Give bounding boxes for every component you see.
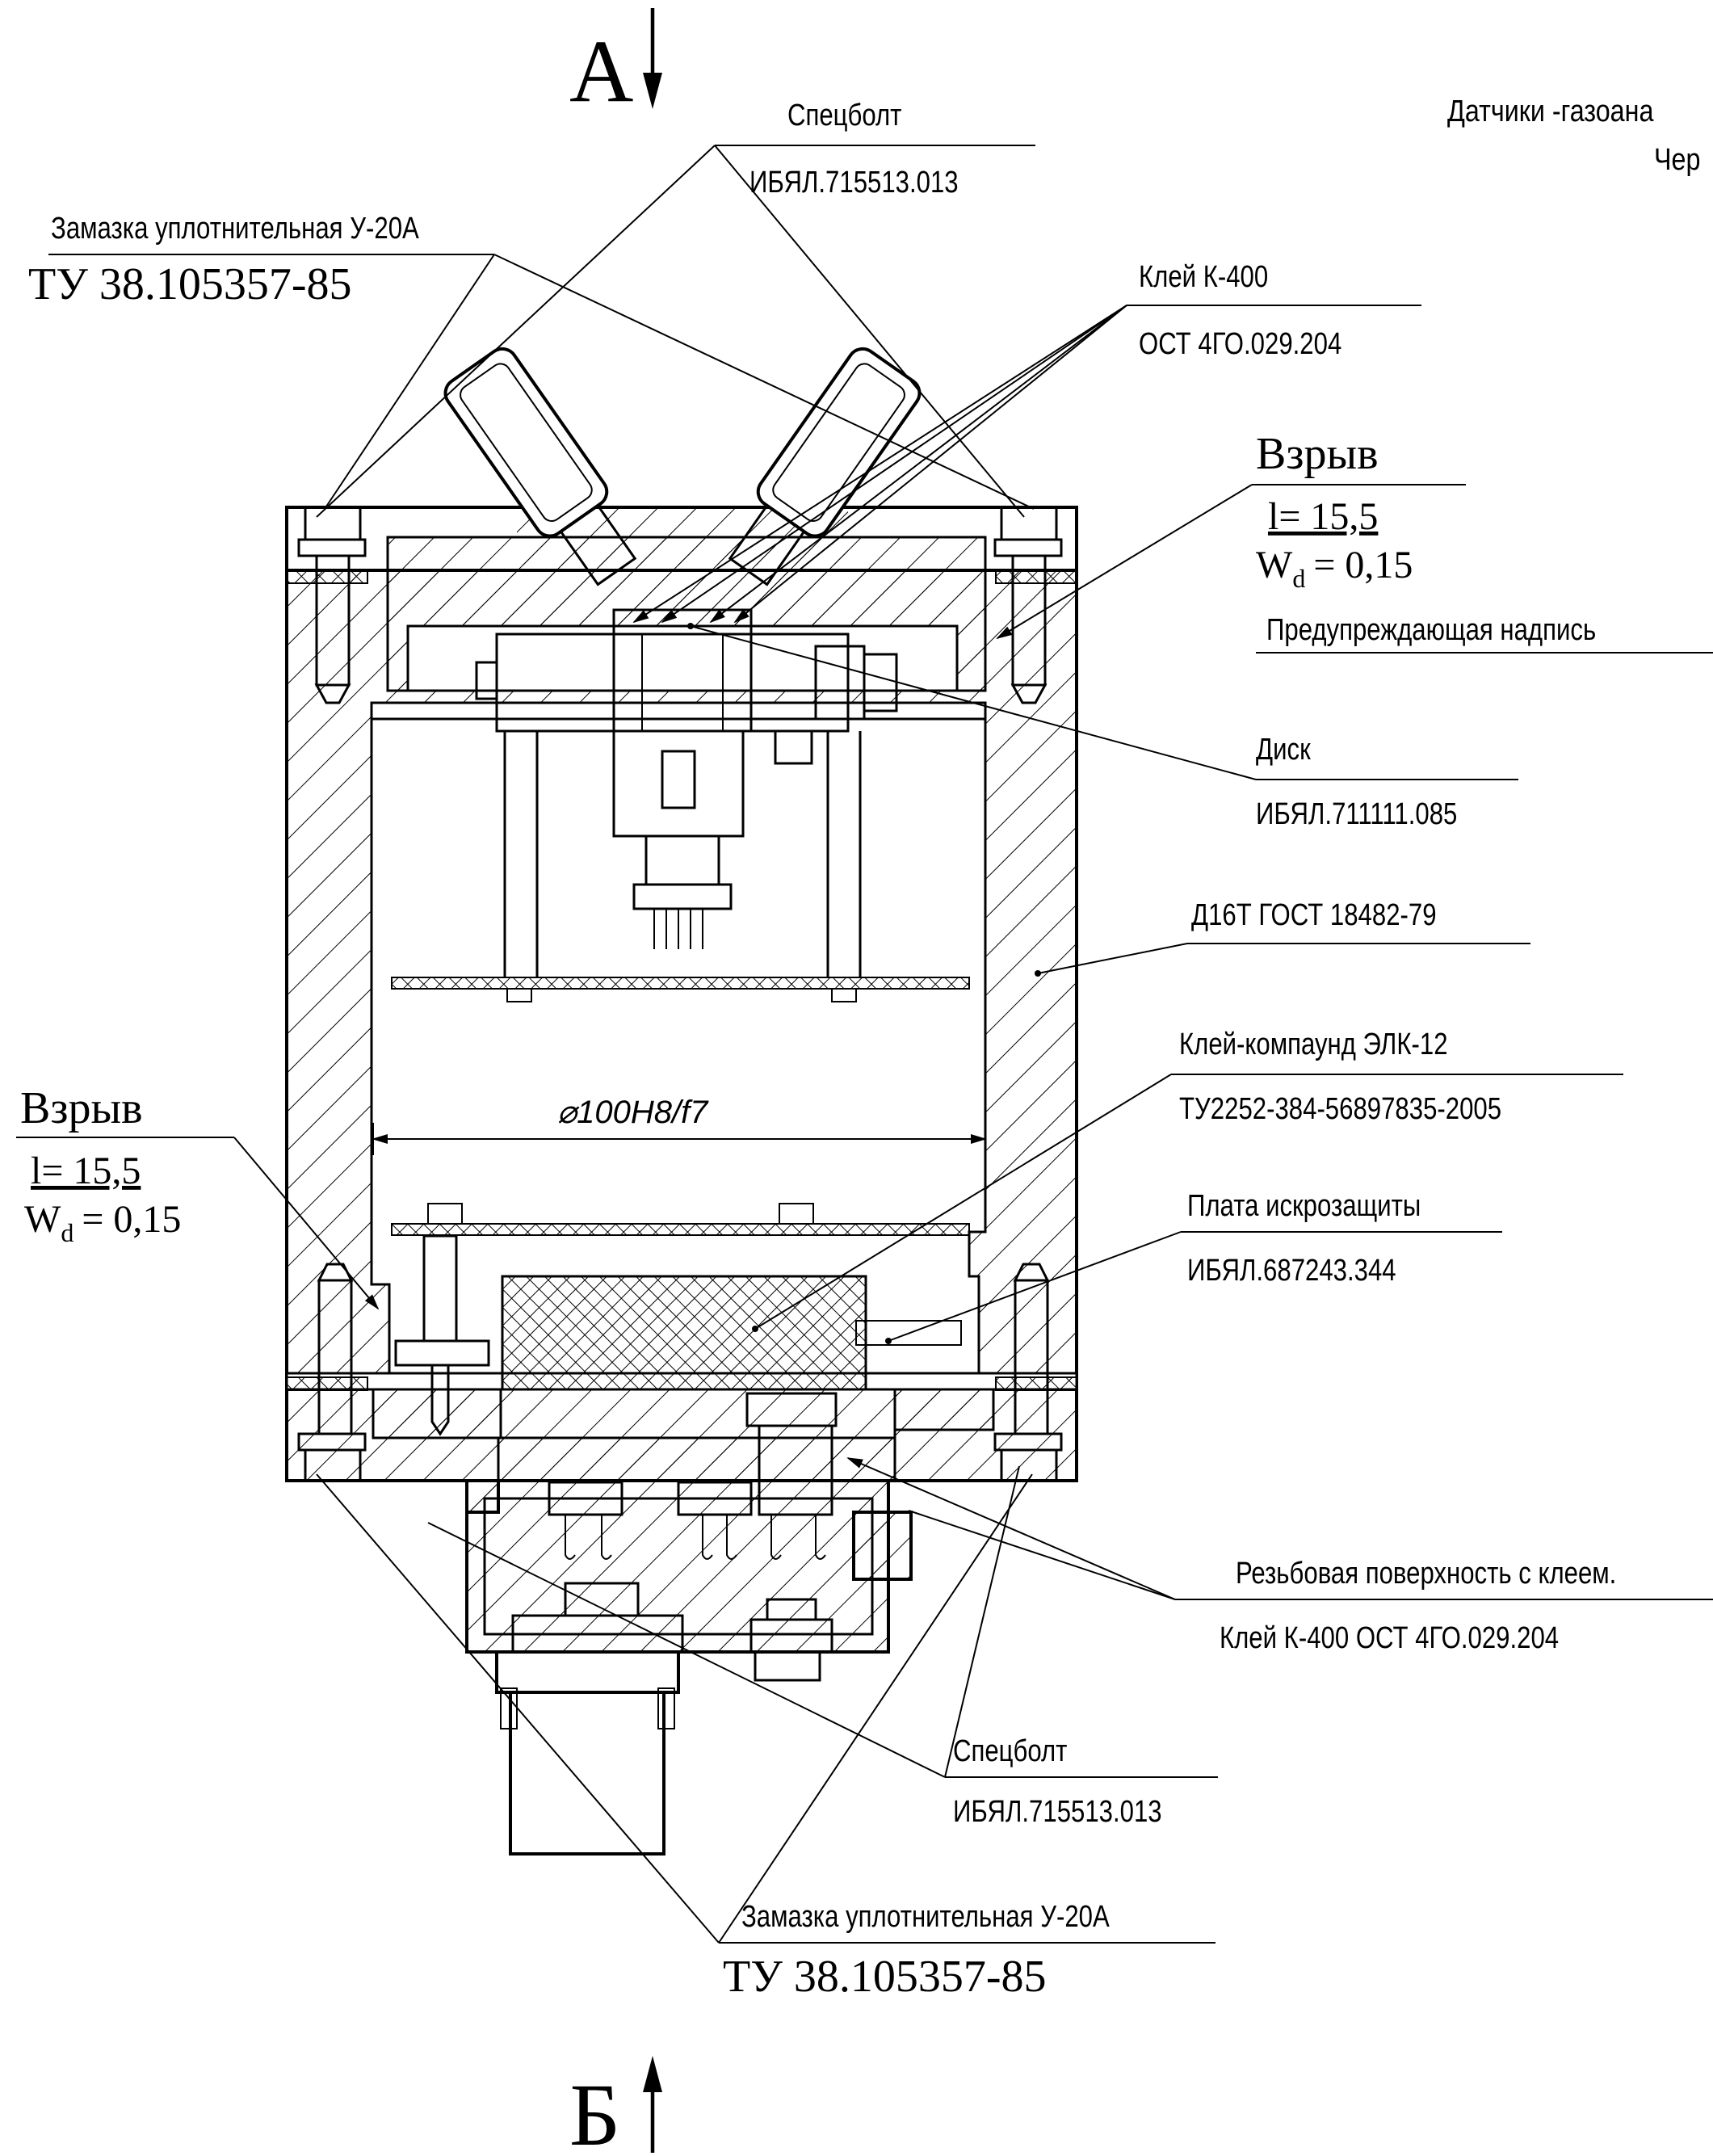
explosion-left-title: Взрыв	[20, 1083, 143, 1133]
explosion-left-l: l= 15,5	[31, 1149, 141, 1192]
specbolt-bottom-name: Спецболт	[953, 1734, 1068, 1768]
callout-material: Д16Т ГОСТ 18482-79	[1191, 898, 1437, 932]
callout-warning: Предупреждающая надпись	[1266, 613, 1596, 647]
callout-compound: Клей-компаунд ЭЛК-12 ТУ2252-384-56897835…	[1179, 1028, 1501, 1126]
specbolt-top-code: ИБЯЛ.715513.013	[749, 166, 959, 200]
callout-explosion-left: Взрыв l= 15,5 Wd= 0,15	[20, 1083, 181, 1247]
thread-glue-name: Резьбовая поверхность с клеем.	[1236, 1557, 1616, 1591]
callout-sealant-top: Замазка уплотнительная У-20А ТУ 38.10535…	[28, 212, 420, 309]
sealant-bottom-code: ТУ 38.105357-85	[723, 1952, 1047, 2002]
diameter-dimension: ⌀100H8/f7	[372, 1095, 987, 1155]
board-name: Плата искрозащиты	[1187, 1189, 1421, 1223]
warning-text: Предупреждающая надпись	[1266, 613, 1596, 647]
callout-disk: Диск ИБЯЛ.711111.085	[1256, 733, 1457, 831]
upper-pcb	[391, 977, 970, 1002]
section-label-b: Б	[569, 2066, 620, 2156]
callout-specbolt-bottom: Спецболт ИБЯЛ.715513.013	[953, 1734, 1162, 1829]
section-marker-b: Б	[569, 2056, 662, 2156]
title-line-1: Датчики -газоана	[1447, 95, 1654, 128]
specbolt-bottom-code: ИБЯЛ.715513.013	[953, 1795, 1162, 1829]
sealant-bottom-name: Замазка уплотнительная У-20А	[741, 1900, 1111, 1934]
explosion-right-title: Взрыв	[1256, 429, 1379, 479]
callout-glue-k400: Клей К-400 ОСТ 4ГО.029.204	[1139, 260, 1341, 361]
disk-name: Диск	[1256, 733, 1311, 767]
glue-k400-name: Клей К-400	[1139, 260, 1268, 294]
compound-code: ТУ2252-384-56897835-2005	[1179, 1092, 1501, 1126]
board-code: ИБЯЛ.687243.344	[1187, 1254, 1396, 1288]
sensor-block	[475, 608, 898, 977]
diameter-label: ⌀100H8/f7	[557, 1095, 709, 1130]
compound-name: Клей-компаунд ЭЛК-12	[1179, 1028, 1448, 1061]
sensor-tubes	[443, 347, 922, 586]
disk-code: ИБЯЛ.711111.085	[1256, 797, 1457, 831]
section-marker-a: А	[569, 8, 662, 120]
housing	[285, 506, 1078, 1581]
thread-glue-code: Клей К-400 ОСТ 4ГО.029.204	[1220, 1621, 1559, 1655]
title-line-2: Чер	[1654, 143, 1700, 177]
callout-thread-glue: Резьбовая поверхность с клеем. Клей К-40…	[1220, 1557, 1616, 1655]
lower-assembly	[391, 1203, 970, 1516]
callout-explosion-right: Взрыв l= 15,5 Wd= 0,15	[1256, 429, 1413, 593]
leader-lines	[16, 145, 1713, 1944]
explosion-right-l: l= 15,5	[1268, 495, 1378, 538]
material-text: Д16Т ГОСТ 18482-79	[1191, 898, 1437, 932]
sealant-top-name: Замазка уплотнительная У-20А	[51, 212, 420, 246]
glue-k400-code: ОСТ 4ГО.029.204	[1139, 327, 1341, 361]
explosion-left-w: Wd= 0,15	[24, 1198, 181, 1247]
callout-board: Плата искрозащиты ИБЯЛ.687243.344	[1187, 1189, 1421, 1288]
explosion-right-w: Wd= 0,15	[1256, 544, 1413, 593]
section-label-a: А	[569, 22, 633, 120]
callout-specbolt-top: Спецболт ИБЯЛ.715513.013	[749, 99, 959, 200]
specbolt-top-name: Спецболт	[787, 99, 902, 132]
callout-sealant-bottom: Замазка уплотнительная У-20А ТУ 38.10535…	[723, 1900, 1111, 2002]
sealant-top-code: ТУ 38.105357-85	[28, 259, 352, 309]
bottom-bolts	[297, 1263, 1063, 1482]
title-block: Датчики -газоана Чер	[1447, 95, 1700, 177]
connector-box	[465, 1479, 890, 1856]
